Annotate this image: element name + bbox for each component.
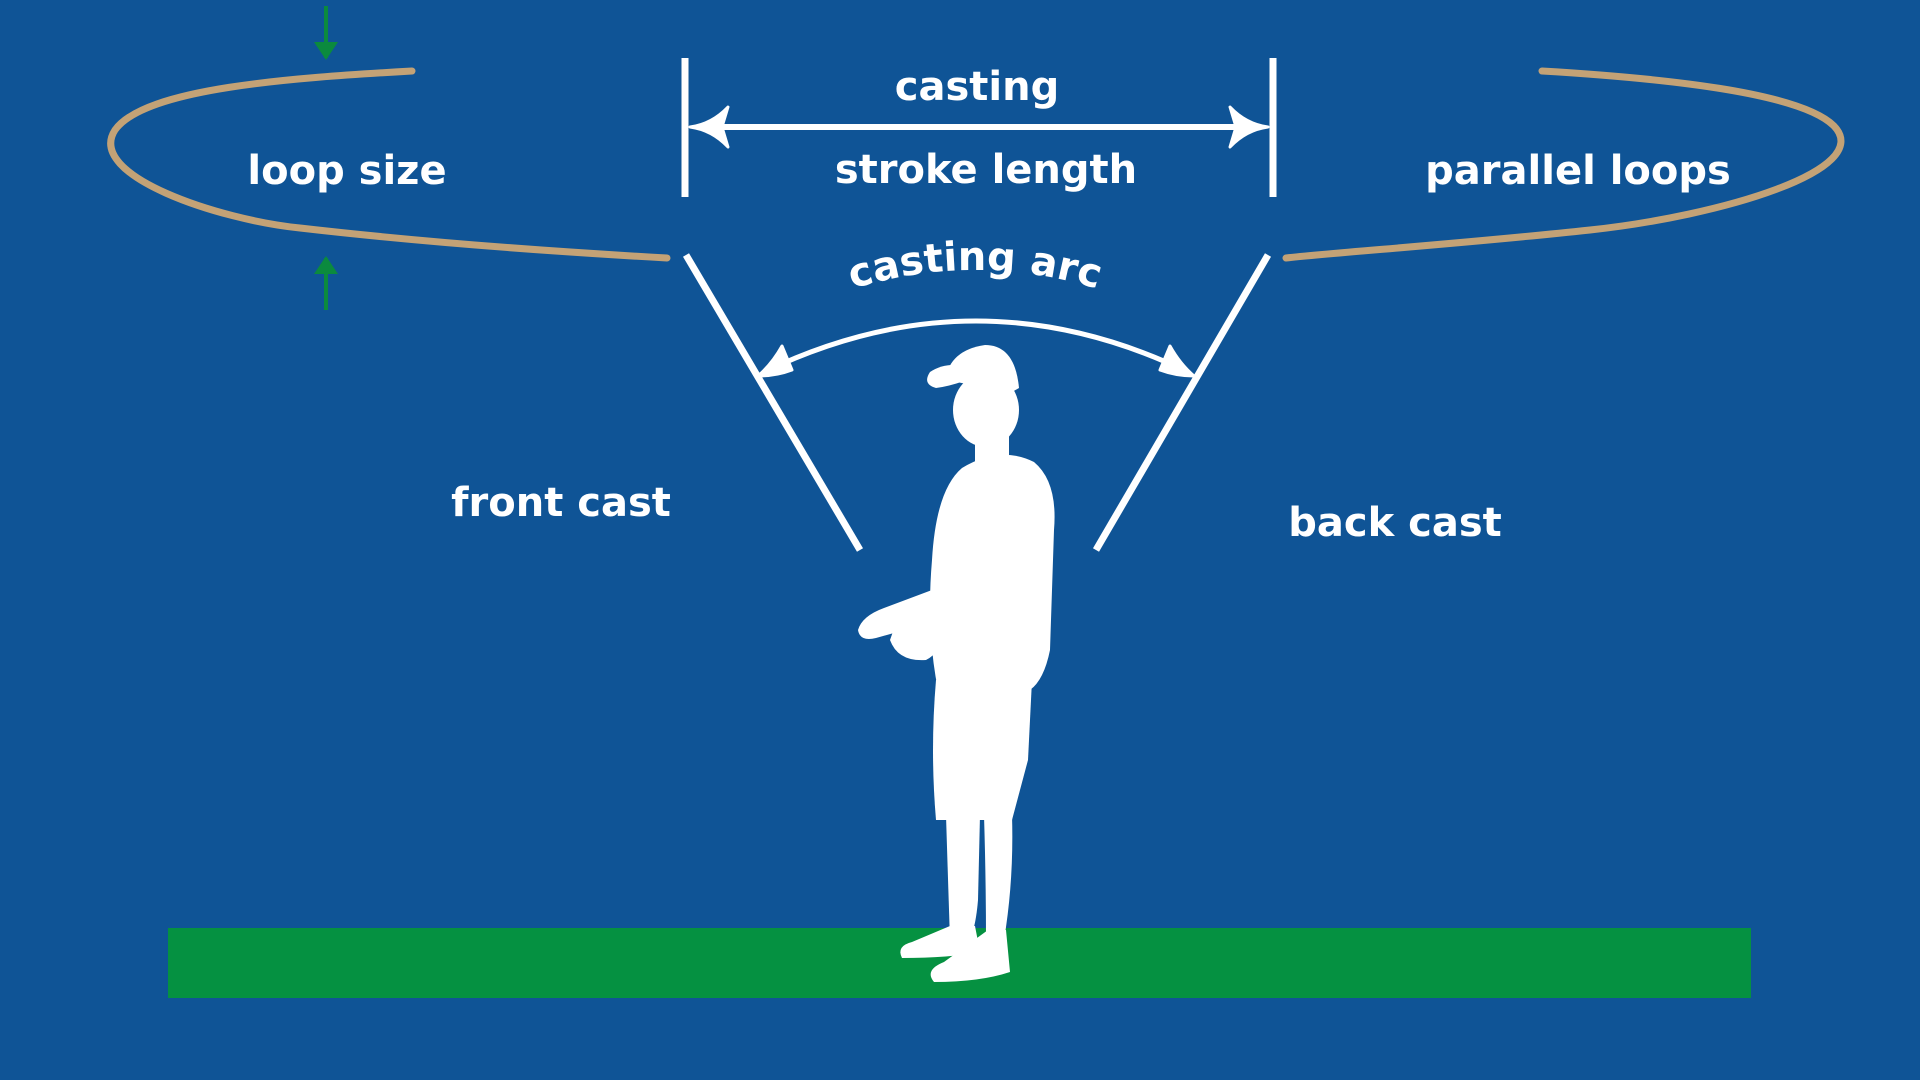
- stroke-length-arrow-icon: [688, 105, 1270, 149]
- back-rod-line: [1092, 253, 1272, 552]
- front-rod-line: [682, 253, 864, 552]
- loop-size-label: loop size: [247, 148, 446, 194]
- loop-size-bottom-arrow-icon: [314, 256, 338, 310]
- casting-arc-arrow-icon: [756, 318, 1196, 378]
- back-loop-line: [1282, 67, 1845, 262]
- back-cast-label: back cast: [1288, 500, 1502, 546]
- stroke-length-label: stroke length: [835, 147, 1137, 193]
- front-loop-line: [107, 67, 671, 262]
- loop-size-top-arrow-icon: [314, 6, 338, 60]
- casting-arc-label: casting arc: [843, 234, 1107, 298]
- casting-label: casting: [895, 64, 1059, 110]
- front-cast-label: front cast: [451, 480, 671, 526]
- parallel-loops-label: parallel loops: [1425, 148, 1731, 194]
- angler-silhouette: [858, 345, 1055, 982]
